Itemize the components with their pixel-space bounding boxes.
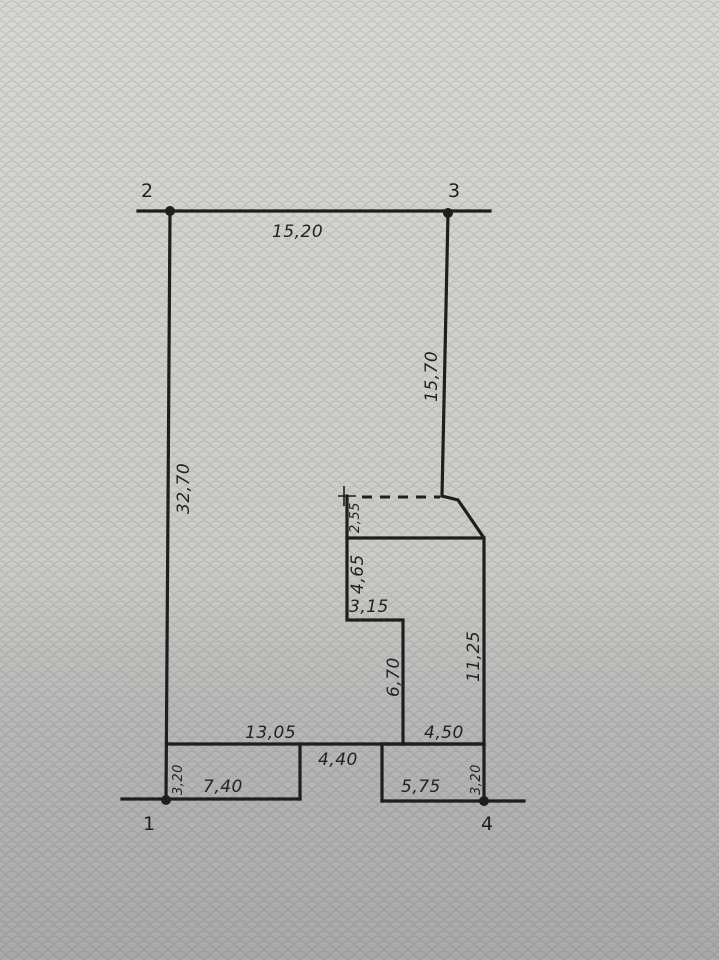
dim-bottom-right-width: 5,75 <box>401 777 441 797</box>
dim-small-offset: 2,55 <box>348 502 363 533</box>
dim-notch-height: 4,65 <box>348 554 368 594</box>
dim-gap: 4,40 <box>318 750 358 770</box>
corner-point-4 <box>479 796 489 806</box>
building-outline <box>345 494 486 746</box>
point-label-3: 3 <box>448 180 460 202</box>
dim-left: 32,70 <box>174 463 194 514</box>
dim-right-upper: 15,70 <box>422 351 442 402</box>
point-label-4: 4 <box>481 813 493 835</box>
dim-bottom-left-width: 7,40 <box>203 777 243 797</box>
right-upper-boundary <box>440 211 450 498</box>
corner-point-1 <box>161 795 171 805</box>
left-boundary <box>164 209 172 802</box>
point-label-1: 1 <box>143 813 155 835</box>
dim-bottom-left-span: 13,05 <box>245 723 296 743</box>
dim-notch-width: 3,15 <box>349 597 389 617</box>
corner-point-3 <box>443 208 453 218</box>
dim-right-lower: 11,25 <box>464 631 484 682</box>
dim-inner-vertical: 6,70 <box>384 657 404 697</box>
dim-bottom-right-span: 4,50 <box>424 723 464 743</box>
dim-bottom-right-height: 3,20 <box>469 764 484 795</box>
dim-top: 15,20 <box>272 222 323 242</box>
corner-point-2 <box>165 206 175 216</box>
dim-bottom-left-height: 3,20 <box>171 764 186 795</box>
point-label-2: 2 <box>141 180 153 202</box>
